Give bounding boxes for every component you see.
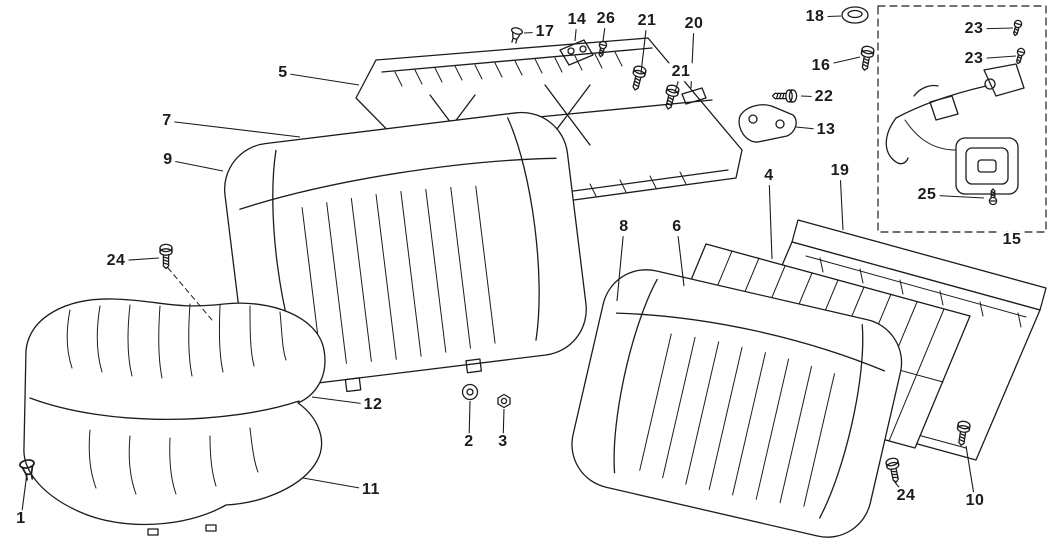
callout-21: 21	[634, 12, 660, 30]
callout-19: 19	[827, 162, 853, 180]
leader-line-8	[616, 226, 625, 302]
callout-6: 6	[669, 218, 685, 236]
callout-24: 24	[893, 487, 919, 505]
hinge-20	[681, 87, 707, 105]
callout-23: 23	[961, 50, 987, 68]
callout-26: 26	[593, 10, 619, 28]
bracket-14	[559, 39, 594, 66]
callout-12: 12	[360, 396, 386, 414]
leader-line-9	[167, 159, 224, 172]
latch-assembly-detail	[885, 63, 1025, 195]
callout-9: 9	[160, 151, 176, 169]
seat-bottom-cushion	[23, 298, 326, 536]
callout-22: 22	[811, 88, 837, 106]
leader-line-6	[676, 226, 685, 287]
callout-16: 16	[808, 57, 834, 75]
callout-15: 15	[999, 231, 1025, 249]
callout-13: 13	[813, 121, 839, 139]
cap-18	[841, 6, 869, 24]
mount-axis-line	[167, 267, 213, 321]
callout-3: 3	[495, 433, 511, 451]
callout-11: 11	[359, 481, 383, 499]
leader-line-5	[282, 72, 360, 86]
callout-1: 1	[13, 510, 29, 528]
callout-5: 5	[275, 64, 291, 82]
callout-20: 20	[681, 15, 707, 33]
callout-18: 18	[802, 8, 828, 26]
callout-21: 21	[668, 63, 694, 81]
seat-back-cushion-left	[223, 111, 587, 393]
callout-4: 4	[761, 167, 777, 185]
callout-24: 24	[103, 252, 129, 270]
inset-detail-box	[877, 5, 1047, 233]
callout-17: 17	[532, 23, 558, 41]
seat-back-cushion-right	[571, 269, 903, 538]
leader-line-7	[166, 120, 301, 138]
bracket-13	[738, 104, 797, 143]
callout-2: 2	[461, 433, 477, 451]
callout-25: 25	[914, 186, 940, 204]
callout-10: 10	[962, 492, 988, 510]
callout-23: 23	[961, 20, 987, 38]
callout-7: 7	[159, 112, 175, 130]
leader-line-4	[768, 175, 773, 260]
leader-line-19	[839, 170, 844, 231]
callout-14: 14	[564, 11, 590, 29]
leader-line-10	[965, 445, 976, 502]
callout-8: 8	[616, 218, 632, 236]
